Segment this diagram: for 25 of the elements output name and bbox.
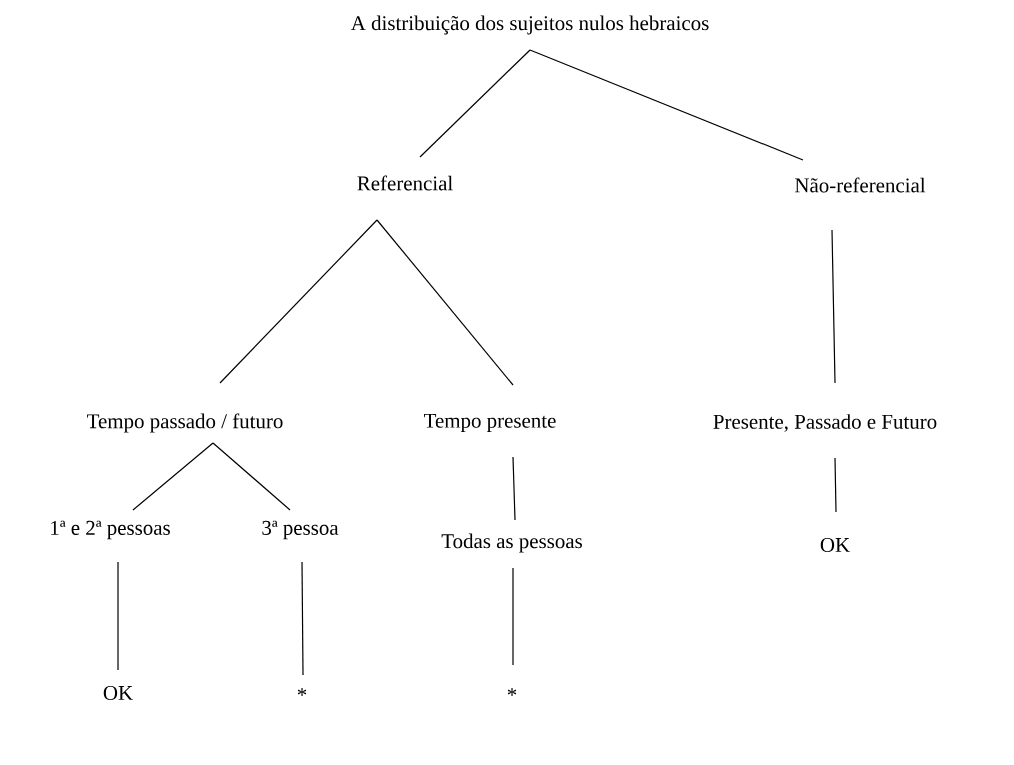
tree-branch bbox=[529, 49, 804, 161]
tree-label: * bbox=[507, 688, 517, 696]
tree-branch bbox=[512, 567, 514, 666]
tree-branch bbox=[831, 229, 836, 384]
tree-label: Referencial bbox=[357, 175, 453, 191]
tree-label: Não-referencial bbox=[795, 177, 926, 193]
tree-label: * bbox=[297, 688, 307, 696]
tree-label: Presente, Passado e Futuro bbox=[713, 414, 937, 432]
tree-label: OK bbox=[103, 685, 133, 700]
tree-branch bbox=[419, 49, 531, 158]
tree-label: Tempo presente bbox=[424, 413, 556, 433]
tree-label: OK bbox=[820, 537, 850, 552]
tree-label: 1ª e 2ª pessoas bbox=[51, 520, 170, 540]
tree-branch bbox=[376, 219, 514, 386]
tree-branch bbox=[834, 457, 837, 513]
tree-branch bbox=[132, 442, 214, 511]
tree-label: A distribuição dos sujeitos nulos hebraicos bbox=[350, 15, 709, 35]
tree-branch bbox=[117, 561, 119, 671]
tree-label: Tempo passado / futuro bbox=[87, 413, 283, 433]
tree-branch bbox=[301, 561, 304, 676]
tree-branch bbox=[219, 219, 378, 384]
tree-branch bbox=[512, 456, 516, 521]
tree-label: 3ª pessoa bbox=[262, 520, 339, 540]
tree-branch bbox=[212, 442, 291, 511]
tree-label: Todas as pessoas bbox=[441, 533, 582, 553]
